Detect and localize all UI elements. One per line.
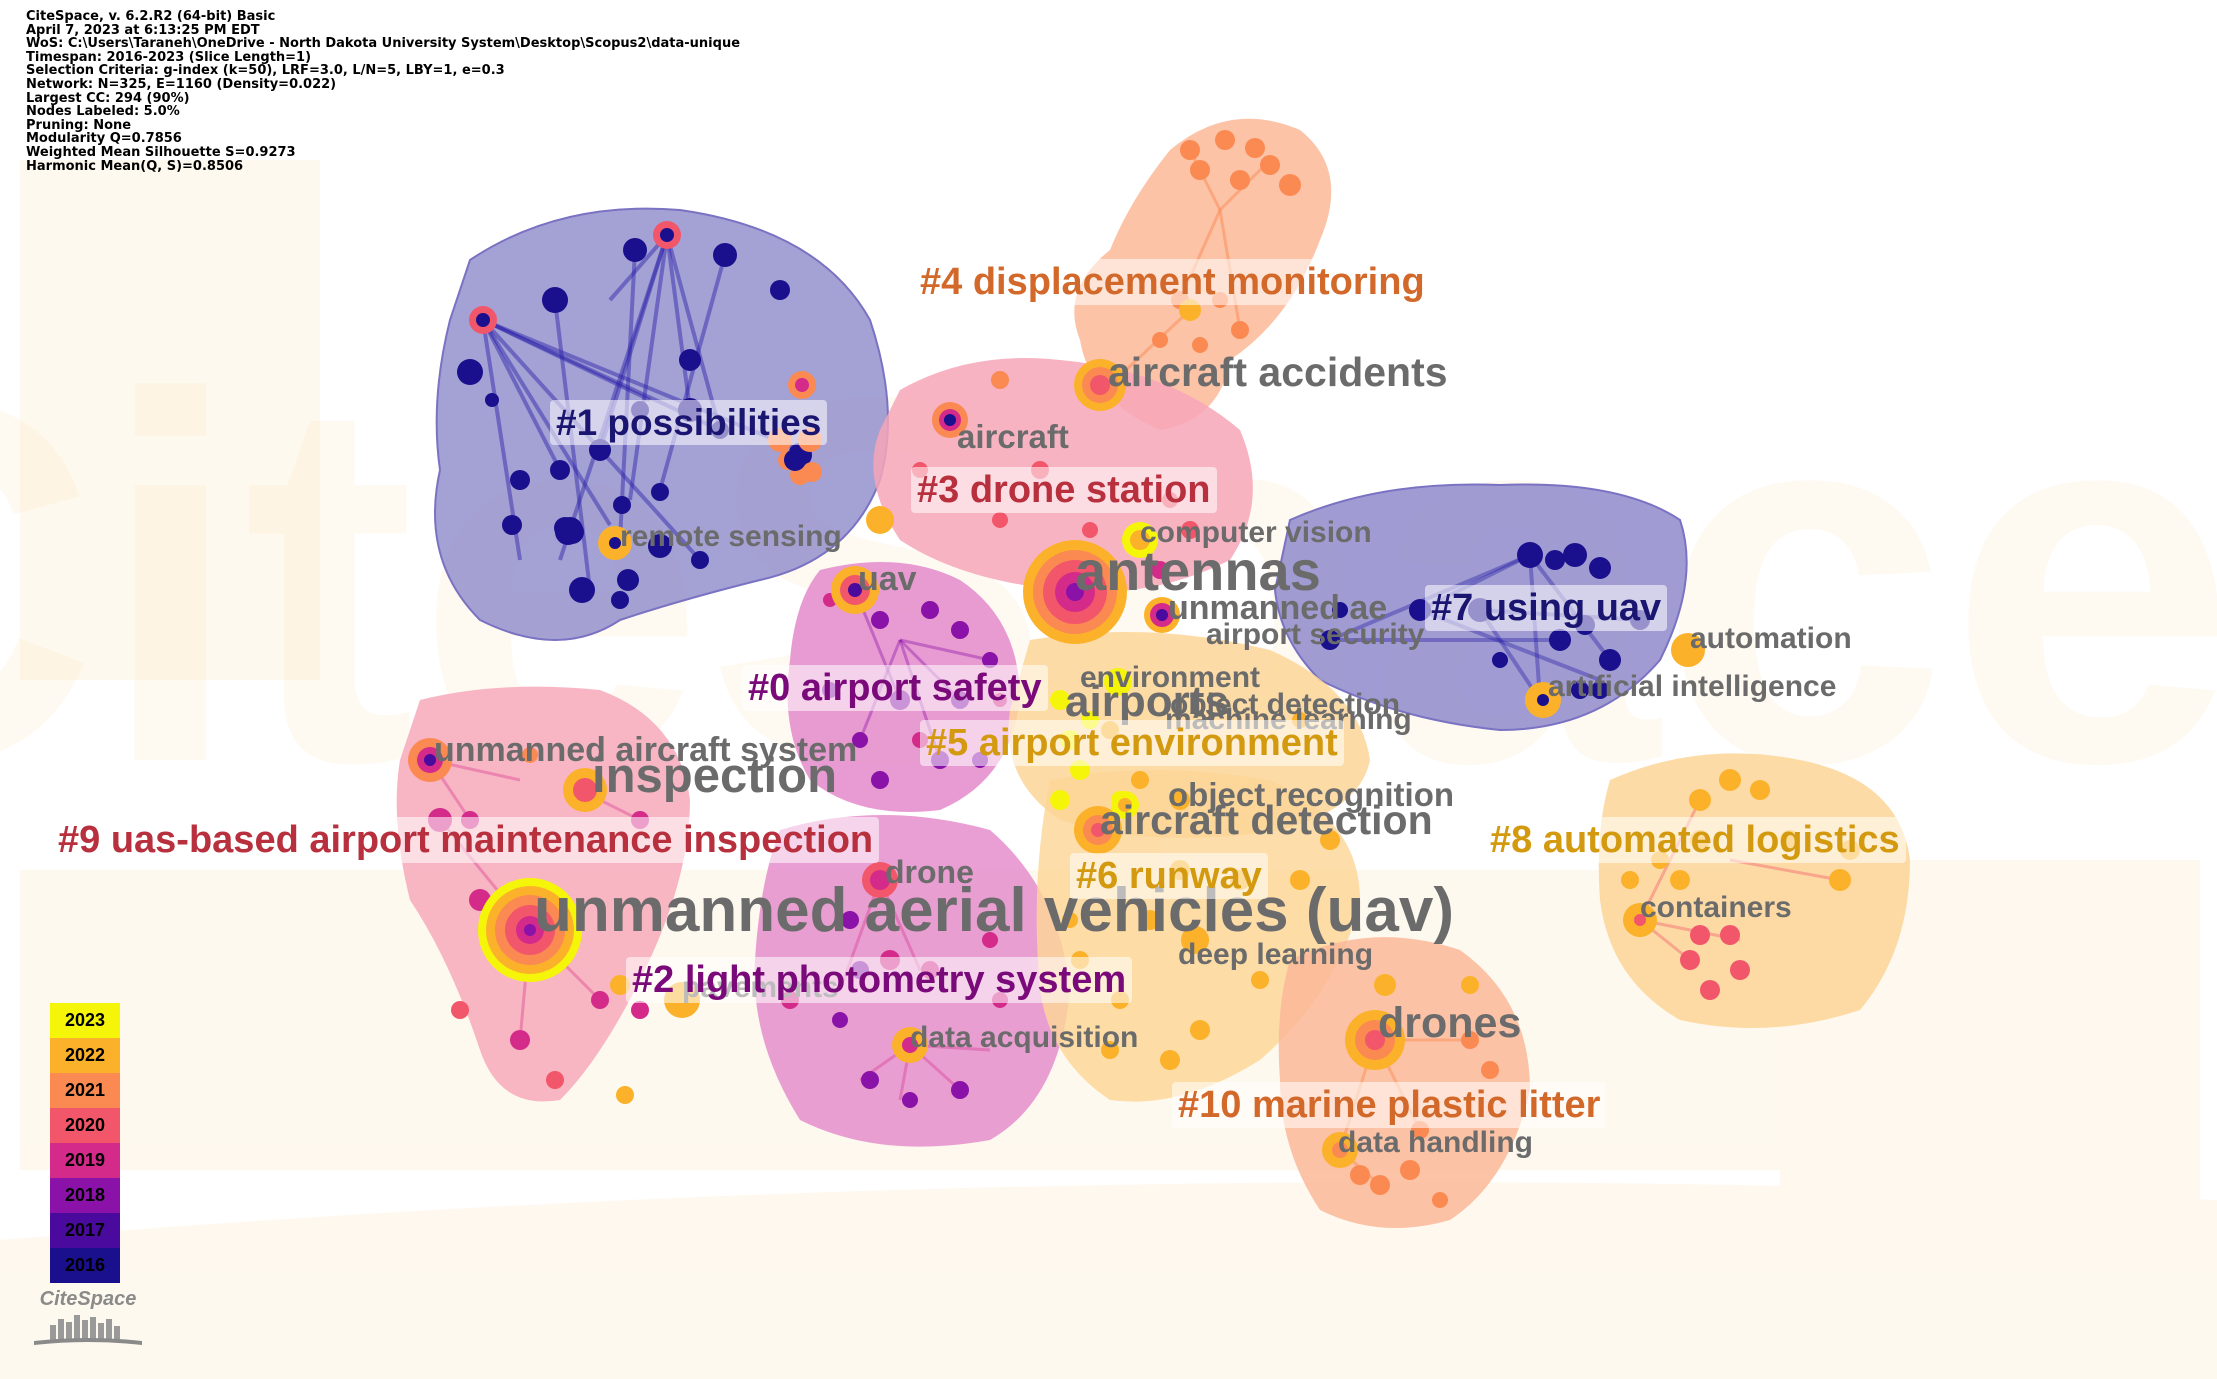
keyword-label-unmanned-aircraft-system: unmanned aircraft system — [434, 731, 858, 769]
keyword-label-object-detection: object detection — [1170, 688, 1401, 721]
node-computer-vision — [1122, 522, 1158, 558]
cluster-label-3: #3 drone station — [911, 467, 1217, 513]
node-aircraft — [932, 402, 968, 438]
cluster-label-9: #9 uas-based airport maintenance inspect… — [52, 817, 880, 863]
cluster-label-6: #6 runway — [1070, 853, 1268, 899]
node-containers — [1623, 903, 1657, 937]
keyword-label-inspection: inspection — [592, 749, 838, 803]
info-line: April 7, 2023 at 6:13:25 PM EDT — [26, 22, 260, 38]
legend-year-2017: 2017 — [50, 1213, 120, 1248]
keyword-label-airports: airports — [1065, 677, 1229, 726]
keyword-label-automation: automation — [1690, 622, 1852, 655]
cluster-label-10: #10 marine plastic litter — [1172, 1082, 1607, 1128]
info-line: Network: N=325, E=1160 (Density=0.022) — [26, 76, 337, 92]
cluster-label-2: #2 light photometry system — [626, 957, 1133, 1003]
node-unmanned-ae — [1144, 597, 1180, 633]
node-uav — [831, 566, 879, 614]
keyword-label-antennas: antennas — [1075, 539, 1321, 602]
info-line: Modularity Q=0.7856 — [26, 131, 182, 147]
info-line: Largest CC: 294 (90%) — [26, 90, 190, 106]
node-remote-sensing-hub — [653, 221, 681, 249]
keyword-label-unmanned-ae: unmanned ae — [1168, 589, 1388, 627]
citespace-logo: CiteSpace — [28, 1288, 148, 1352]
legend-year-2016: 2016 — [50, 1248, 120, 1283]
legend-year-2020: 2020 — [50, 1108, 120, 1143]
keyword-label-uav: uav — [858, 560, 917, 598]
cluster-label-5: #5 airport environment — [920, 720, 1344, 766]
node-unmanned-aircraft-system — [408, 738, 452, 782]
info-line: CiteSpace, v. 6.2.R2 (64-bit) Basic — [26, 9, 276, 24]
node-inspection — [563, 768, 607, 812]
legend-year-2021: 2021 — [50, 1073, 120, 1108]
keyword-label-airport-security: airport security — [1206, 618, 1425, 651]
year-legend: 2023 2022 2021 2020 2019 2018 2017 2016 — [50, 1003, 120, 1283]
keyword-label-aircraft: aircraft — [957, 418, 1069, 455]
node-automation — [1671, 633, 1705, 667]
cluster-label-7: #7 using uav — [1425, 585, 1668, 631]
legend-year-2022: 2022 — [50, 1038, 120, 1073]
keyword-label-aircraft-accidents: aircraft accidents — [1108, 349, 1448, 395]
node-aircraft-detection — [1074, 806, 1122, 854]
node-unmanned-aerial-vehicles — [478, 878, 582, 982]
node-data-acquisition — [892, 1027, 928, 1063]
legend-year-2023: 2023 — [50, 1003, 120, 1038]
info-line: Harmonic Mean(Q, S)=0.8506 — [26, 158, 244, 174]
keyword-label-data-acquisition: data acquisition — [910, 1021, 1139, 1054]
info-line: Selection Criteria: g-index (k=50), LRF=… — [26, 63, 505, 79]
node-antennas — [1023, 540, 1127, 644]
logo-books-icon — [34, 1315, 142, 1345]
keyword-label-data-handling: data handling — [1338, 1126, 1533, 1159]
keyword-label-drones: drones — [1378, 999, 1522, 1047]
keyword-label-object-recognition: object recognition — [1168, 776, 1455, 813]
node-aircraft-accidents — [1074, 359, 1126, 411]
node-object-recognition — [1111, 791, 1139, 819]
keyword-label-drone: drone — [885, 854, 974, 890]
run-info-block: CiteSpace, v. 6.2.R2 (64-bit) Basic Apri… — [26, 10, 740, 173]
keyword-label-aircraft-detection: aircraft detection — [1100, 797, 1433, 843]
node-environment — [1104, 668, 1132, 696]
node-drones — [1345, 1010, 1405, 1070]
info-line: Nodes Labeled: 5.0% — [26, 104, 180, 120]
cluster-label-1: #1 possibilities — [550, 400, 828, 445]
keyword-label-containers: containers — [1640, 891, 1792, 924]
logo-text: CiteSpace — [39, 1288, 137, 1310]
keyword-label-remote-sensing: remote sensing — [620, 520, 842, 553]
info-line: Timespan: 2016-2023 (Slice Length=1) — [26, 49, 312, 65]
node-data-handling — [1322, 1132, 1358, 1168]
cluster-label-0: #0 airport safety — [742, 665, 1048, 711]
keyword-label-unmanned-aerial-vehicles: unmanned aerial vehicles (uav) — [534, 876, 1455, 945]
info-line: WoS: C:\Users\Taraneh\OneDrive - North D… — [26, 36, 741, 52]
cluster-label-4: #4 displacement monitoring — [914, 259, 1431, 305]
legend-year-2018: 2018 — [50, 1178, 120, 1213]
node-artificial-intelligence — [1525, 682, 1561, 718]
keyword-label-deep-learning: deep learning — [1178, 938, 1374, 971]
node-remote-sensing — [598, 526, 632, 560]
info-line: Pruning: None — [26, 117, 132, 133]
keyword-label-computer-vision: computer vision — [1140, 516, 1372, 549]
legend-year-2019: 2019 — [50, 1143, 120, 1178]
info-line: Weighted Mean Silhouette S=0.9273 — [26, 144, 296, 160]
node-drone — [862, 862, 898, 898]
keyword-label-artificial-intelligence: artificial intelligence — [1548, 670, 1837, 703]
node-possibilities-hub — [469, 306, 497, 334]
node-deep-learning — [1181, 926, 1209, 954]
keyword-label-environment: environment — [1080, 661, 1261, 694]
cluster-label-8: #8 automated logistics — [1484, 817, 1906, 863]
